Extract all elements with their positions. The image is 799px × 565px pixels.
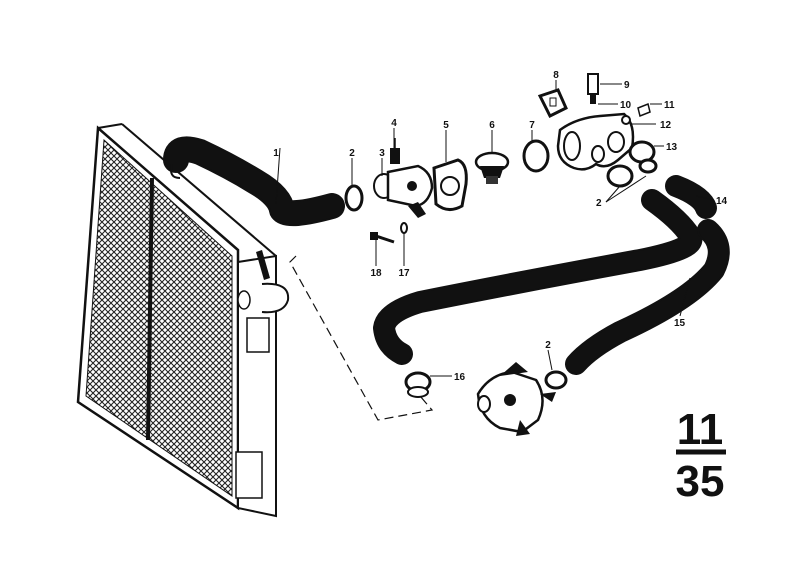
callout-17: 17 xyxy=(398,268,410,279)
screw-plug xyxy=(637,102,651,118)
thermostat-housing xyxy=(373,164,434,218)
callout-5: 5 xyxy=(443,120,449,131)
callout-13: 13 xyxy=(666,142,678,153)
sheet-number-page: 35 xyxy=(676,457,725,506)
lower-hose xyxy=(565,219,730,375)
callout-3: 3 xyxy=(379,148,385,159)
callout-11: 11 xyxy=(664,100,675,111)
callout-12: 12 xyxy=(660,120,672,131)
callout-labels: 1 2 3 4 5 6 7 8 9 10 11 12 13 2 14 15 16… xyxy=(273,70,727,383)
callout-9: 9 xyxy=(624,80,630,91)
callout-2-upper: 2 xyxy=(349,148,355,159)
hex-bolt xyxy=(370,232,395,244)
seal-ring xyxy=(522,139,550,173)
hose-routing-dashed-line xyxy=(289,255,434,421)
housing-cover-gasket xyxy=(537,88,568,119)
thermostat xyxy=(474,151,510,184)
upper-radiator-hose xyxy=(163,136,345,227)
callout-16: 16 xyxy=(454,372,466,383)
spring-washer xyxy=(400,222,408,234)
callout-6: 6 xyxy=(489,120,495,131)
bypass-hose xyxy=(373,175,717,365)
water-pump xyxy=(476,362,556,436)
sheet-number: 11 35 xyxy=(676,405,726,506)
sheet-number-group: 11 xyxy=(677,405,724,454)
radiator xyxy=(76,123,290,518)
sealing-washer xyxy=(621,115,631,125)
callout-4: 4 xyxy=(391,118,397,129)
callout-14: 14 xyxy=(716,196,728,207)
leader-lines xyxy=(275,80,715,377)
callout-7: 7 xyxy=(529,120,535,131)
callout-18: 18 xyxy=(370,268,382,279)
callout-2-outlet: 2 xyxy=(596,198,602,209)
callout-1: 1 xyxy=(273,148,279,159)
callout-8: 8 xyxy=(553,70,559,81)
hose-clamp-upper xyxy=(344,184,364,212)
thermostat-gasket xyxy=(432,158,468,211)
hose-clamp-lower-right xyxy=(544,370,568,390)
callout-10: 10 xyxy=(620,100,632,111)
callout-2-lower: 2 xyxy=(545,340,551,351)
coolant-outlet-housing xyxy=(556,112,635,171)
hose-clamp-outlet xyxy=(606,140,658,188)
hose-clamp-lower-left xyxy=(404,371,432,398)
temperature-sender xyxy=(587,73,599,104)
callout-15: 15 xyxy=(674,318,686,329)
temperature-sensor xyxy=(390,138,400,164)
